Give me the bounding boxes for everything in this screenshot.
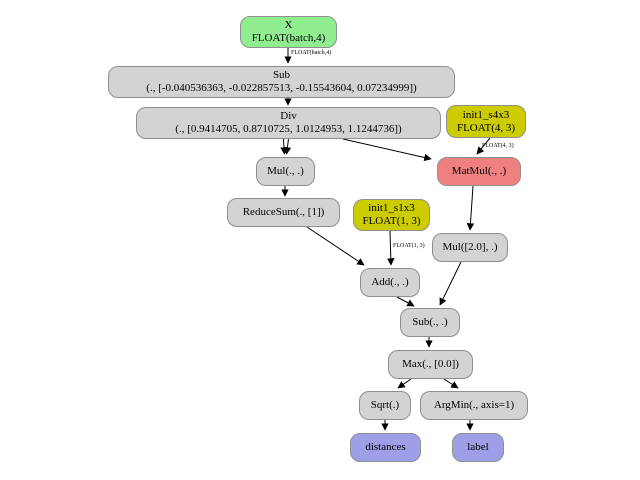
node-op-matmul-label: MatMul(., .) <box>451 165 507 177</box>
edge-max-to-sqrt <box>397 378 412 389</box>
edge-div-to-matmul <box>342 138 432 162</box>
node-op-sqrt: Sqrt(.) <box>359 391 411 420</box>
node-initializer-s1x3-type: FLOAT(1, 3) <box>362 215 421 227</box>
edge-init1s1x3-to-add <box>387 230 395 266</box>
edge-reducesum-to-add <box>306 226 365 266</box>
node-op-mul: Mul(., .) <box>256 157 315 186</box>
node-initializer-s4x3-type: FLOAT(4, 3) <box>456 121 516 134</box>
node-op-reducesum-label: ReduceSum(., [1]) <box>242 206 325 218</box>
node-input-x-name: X <box>284 19 293 31</box>
node-output-label-label: label <box>467 441 489 453</box>
edge-max-to-argmin <box>443 378 459 389</box>
node-op-max: Max(., [0.0]) <box>388 350 473 379</box>
node-op-matmul: MatMul(., .) <box>437 157 521 186</box>
edge-mulby2-to-sub2 <box>439 261 462 306</box>
node-initializer-s4x3: init1_s4x3 FLOAT(4, 3) <box>446 105 526 138</box>
node-op-sub2-label: Sub(., .) <box>412 316 448 328</box>
node-op-sub-args: (., [-0.040536363, -0.022857513, -0.1554… <box>146 82 417 94</box>
node-op-div-args: (., [0.9414705, 0.8710725, 1.0124953, 1.… <box>175 123 402 135</box>
edge-label-x-to-sub: FLOAT(batch,4) <box>291 50 332 56</box>
node-op-sub-name: Sub <box>272 69 291 81</box>
node-op-reducesum: ReduceSum(., [1]) <box>227 198 340 227</box>
node-op-sub2: Sub(., .) <box>400 308 460 337</box>
node-op-max-label: Max(., [0.0]) <box>402 358 459 370</box>
node-op-mul-by-2-label: Mul([2.0], .) <box>442 241 498 253</box>
edge-matmul-to-mulby2 <box>466 185 475 231</box>
node-op-argmin-label: ArgMin(., axis=1) <box>433 399 515 411</box>
edge-add-to-sub2 <box>396 296 415 307</box>
edge-div-to-mul-2 <box>283 138 292 155</box>
node-output-distances-label: distances <box>365 441 406 453</box>
node-output-distances: distances <box>350 433 421 462</box>
edge-label-init1s1x3-to-add: FLOAT(1, 3) <box>393 243 425 249</box>
edge-init1s4x3-to-matmul <box>476 137 491 155</box>
node-op-div: Div (., [0.9414705, 0.8710725, 1.0124953… <box>136 107 441 139</box>
node-op-sub: Sub (., [-0.040536363, -0.022857513, -0.… <box>108 66 455 98</box>
node-input-x: X FLOAT(batch,4) <box>240 16 337 48</box>
node-op-sqrt-label: Sqrt(.) <box>370 399 400 411</box>
node-initializer-s1x3-name: init1_s1x3 <box>368 202 415 214</box>
edge-div-to-mul-1 <box>280 138 288 155</box>
node-input-x-type: FLOAT(batch,4) <box>251 32 326 44</box>
node-op-argmin: ArgMin(., axis=1) <box>420 391 528 420</box>
node-op-mul-by-2: Mul([2.0], .) <box>432 233 508 262</box>
node-output-label: label <box>452 433 504 462</box>
node-initializer-s4x3-name: init1_s4x3 <box>462 108 510 121</box>
node-op-add: Add(., .) <box>360 268 420 297</box>
node-initializer-s1x3: init1_s1x3 FLOAT(1, 3) <box>353 199 430 231</box>
node-op-div-name: Div <box>280 110 297 122</box>
node-op-add-label: Add(., .) <box>371 276 409 288</box>
node-op-mul-label: Mul(., .) <box>267 165 304 177</box>
edge-label-init1s4x3-to-matmul: FLOAT(4, 3) <box>482 143 514 149</box>
